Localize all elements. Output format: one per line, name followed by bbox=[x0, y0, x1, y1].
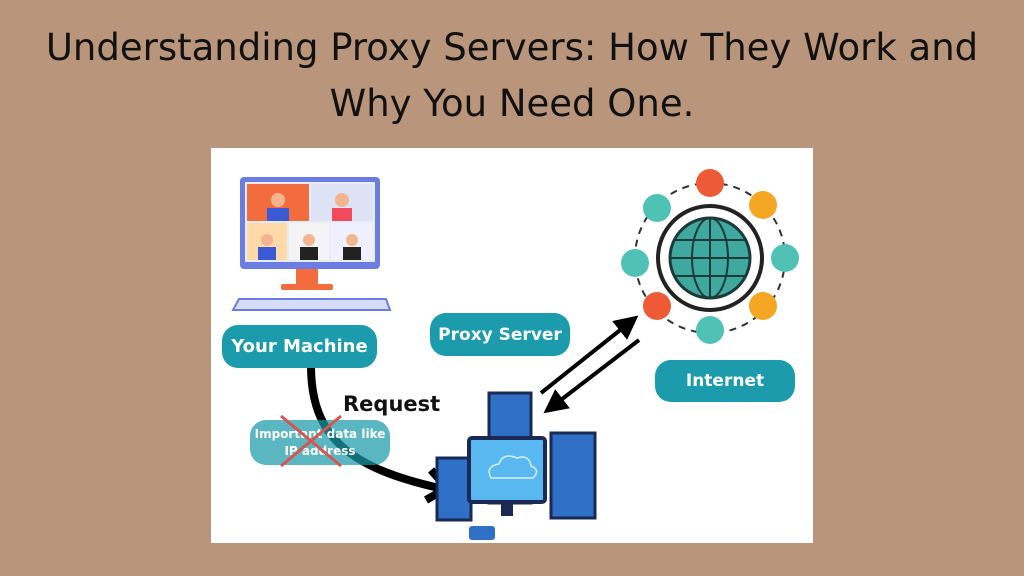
internet-label: Internet bbox=[655, 360, 795, 402]
arrow-to-internet bbox=[539, 315, 639, 395]
proxy-server-icon bbox=[435, 391, 597, 540]
proxy-server-label: Proxy Server bbox=[430, 313, 570, 356]
diagram-panel: Your Machine Proxy Server Internet Reque… bbox=[211, 148, 813, 543]
your-machine-label: Your Machine bbox=[222, 325, 377, 368]
arrow-from-internet bbox=[543, 338, 641, 414]
request-label: Request bbox=[343, 392, 441, 416]
title-line-1: Understanding Proxy Servers: How They Wo… bbox=[45, 26, 979, 69]
computer-icon bbox=[231, 177, 392, 311]
globe-icon bbox=[621, 169, 799, 344]
title-line-2: Why You Need One. bbox=[329, 82, 695, 125]
page-title: Understanding Proxy Servers: How They Wo… bbox=[0, 20, 1024, 132]
important-data-label: Important data like IP address bbox=[250, 420, 390, 465]
